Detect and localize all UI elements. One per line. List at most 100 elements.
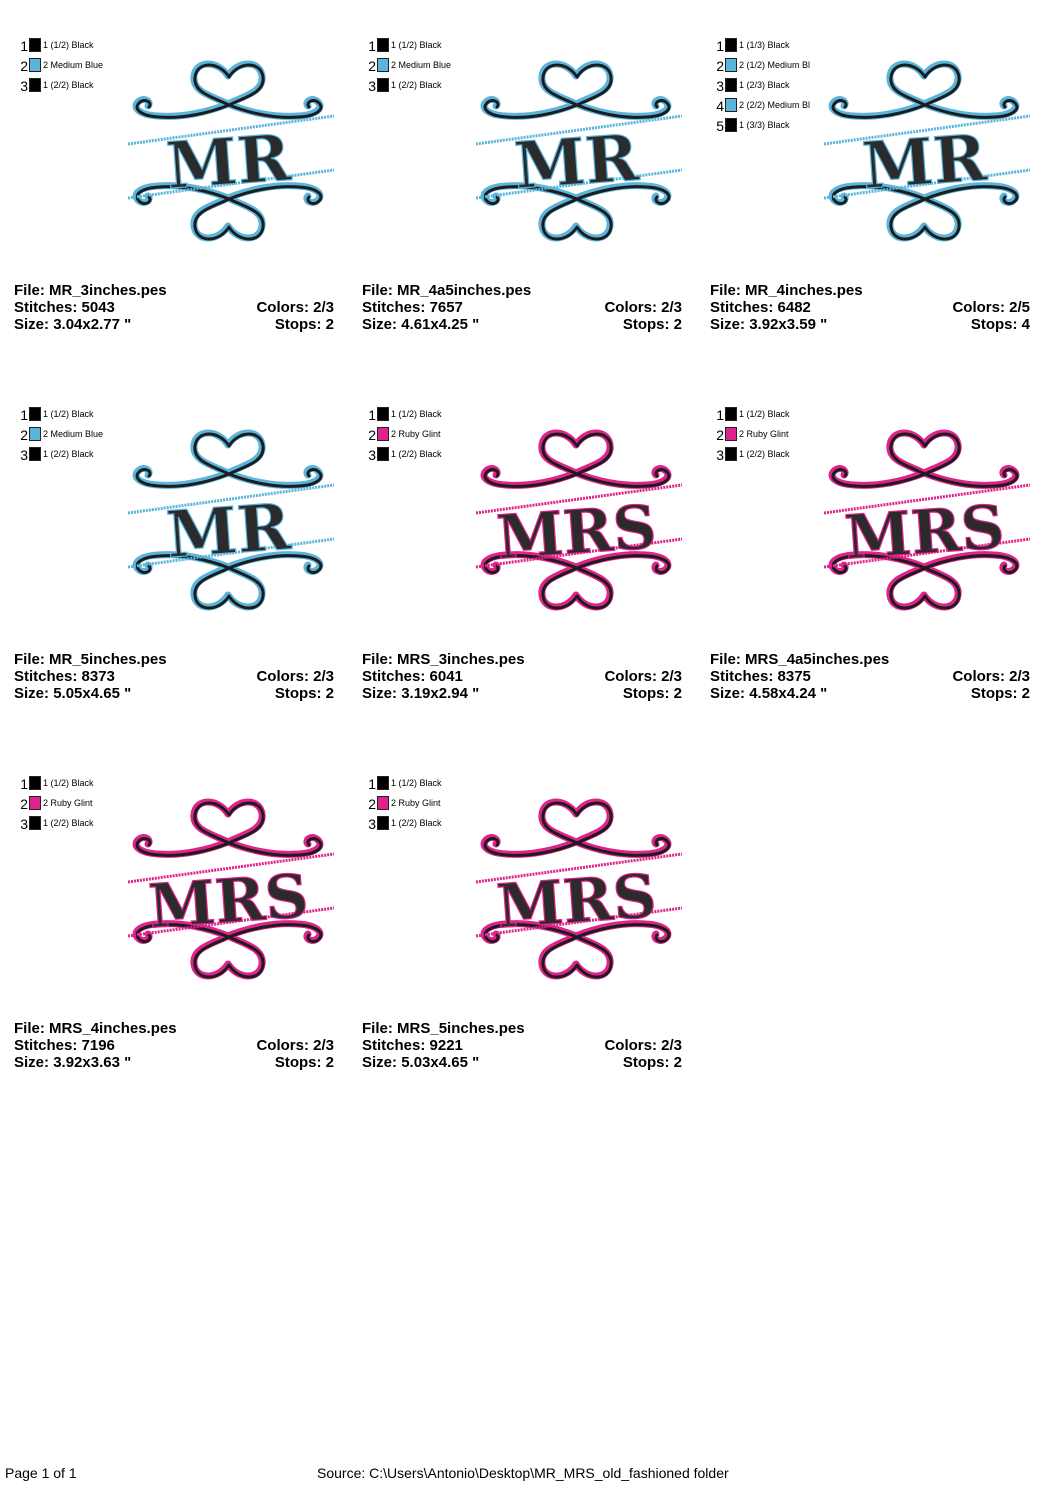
colors-value: 2/3 — [661, 668, 682, 685]
split-bar-top — [127, 852, 334, 884]
legend-index: 1 — [368, 776, 376, 792]
stops-label: Stops: — [274, 316, 322, 333]
size-line: Size: 3.04x2.77 "Stops: 2 — [14, 316, 334, 333]
colors-value: 2/3 — [1009, 668, 1030, 685]
ornament-black-stroke — [831, 468, 927, 488]
thread-label: 1 (2/2) Black — [43, 449, 94, 459]
ornament-black-stroke — [541, 432, 613, 476]
thread-color-swatch — [377, 447, 389, 461]
ornament-accent-stroke — [190, 798, 266, 846]
file-name: MR_5inches.pes — [49, 651, 167, 668]
size-line: Size: 3.19x2.94 "Stops: 2 — [362, 685, 682, 702]
monogram-text: MRS — [495, 861, 659, 942]
embroidery-preview: MRS — [823, 429, 1030, 611]
ornament-black-stroke — [135, 99, 231, 119]
legend-index: 1 — [716, 38, 724, 54]
ornament-black-stroke — [227, 554, 323, 574]
thread-label: 2 (1/2) Medium Bl — [739, 60, 811, 70]
thread-color-swatch — [377, 407, 389, 421]
size-label: Size: — [362, 1054, 398, 1071]
ornament-accent-stroke — [920, 465, 1020, 489]
size-value: 3.92x3.59 — [749, 316, 816, 333]
legend-index: 1 — [716, 407, 724, 423]
stitches-value: 8373 — [81, 668, 115, 685]
colors-value: 2/3 — [661, 299, 682, 316]
file-line: File: MR_4inches.pes — [710, 282, 1030, 299]
file-label: File: — [14, 282, 45, 299]
ornament-black-stroke — [575, 554, 671, 574]
ornament-accent-stroke — [190, 194, 266, 242]
thread-color-swatch — [29, 38, 41, 52]
thread-label: 2 Ruby Glint — [43, 798, 93, 808]
monogram-text: MR — [164, 490, 294, 574]
stitches-label: Stitches: — [362, 299, 426, 316]
ornament-accent-stroke — [920, 96, 1020, 120]
ornament-accent-stroke — [886, 563, 962, 611]
colors-value: 2/3 — [313, 299, 334, 316]
thread-color-swatch — [377, 796, 389, 810]
thread-label: 2 Ruby Glint — [391, 429, 441, 439]
thread-color-swatch — [29, 447, 41, 461]
thread-color-swatch — [377, 427, 389, 441]
ornament-black-stroke — [923, 185, 1019, 205]
colors-label: Colors: — [952, 299, 1005, 316]
ornament-accent-stroke — [886, 429, 962, 477]
stitches-value: 9221 — [429, 1037, 463, 1054]
legend-index: 2 — [20, 796, 28, 812]
thread-color-swatch — [29, 796, 41, 810]
ornament-black-stroke — [227, 99, 323, 119]
ornament-accent-stroke — [224, 834, 324, 858]
stops-label: Stops: — [970, 316, 1018, 333]
stops-value: 2 — [1021, 685, 1030, 702]
legend-index: 4 — [716, 98, 724, 114]
ornament-accent-stroke — [538, 60, 614, 108]
legend-index: 2 — [368, 58, 376, 74]
size-line: Size: 3.92x3.63 "Stops: 2 — [14, 1054, 334, 1071]
file-name: MRS_5inches.pes — [397, 1020, 525, 1037]
size-value: 3.04x2.77 — [53, 316, 120, 333]
size-label: Size: — [14, 316, 50, 333]
thread-label: 1 (2/2) Black — [391, 80, 442, 90]
split-bar-bottom — [823, 537, 1030, 569]
ornament-black-stroke — [193, 432, 265, 476]
embroidery-preview: MR — [127, 60, 334, 242]
thread-color-swatch — [377, 58, 389, 72]
embroidery-preview: MRS — [127, 798, 334, 980]
stops-value: 2 — [673, 1054, 682, 1071]
split-bar-top — [823, 483, 1030, 515]
ornament-black-stroke — [193, 801, 265, 845]
size-value: 5.05x4.65 — [53, 685, 120, 702]
ornament-black-stroke — [193, 935, 265, 979]
legend-index: 2 — [716, 427, 724, 443]
ornament-accent-stroke — [190, 429, 266, 477]
split-bar-bottom — [127, 537, 334, 569]
ornament-black-stroke — [923, 99, 1019, 119]
stops-value: 2 — [673, 685, 682, 702]
legend-index: 2 — [368, 796, 376, 812]
thread-color-swatch — [725, 407, 737, 421]
thread-color-swatch — [377, 38, 389, 52]
monogram-text: MR — [512, 121, 642, 205]
inch-mark: " — [124, 316, 132, 333]
stops-value: 2 — [325, 685, 334, 702]
thread-label: 2 Medium Blue — [391, 60, 452, 70]
ornament-black-stroke — [923, 468, 1019, 488]
size-value: 3.92x3.63 — [53, 1054, 120, 1071]
inch-mark: " — [472, 685, 480, 702]
ornament-black-stroke — [889, 197, 961, 241]
page-number: Page 1 of 1 — [5, 1465, 77, 1481]
ornament-accent-stroke — [538, 798, 614, 846]
motif-ornament: MRS — [127, 798, 334, 980]
ornament-black-stroke — [541, 197, 613, 241]
file-label: File: — [14, 651, 45, 668]
motif-ornament: MRS — [475, 429, 682, 611]
legend-index: 3 — [20, 816, 28, 832]
stitches-label: Stitches: — [14, 299, 78, 316]
thread-label: 1 (1/2) Black — [739, 409, 790, 419]
